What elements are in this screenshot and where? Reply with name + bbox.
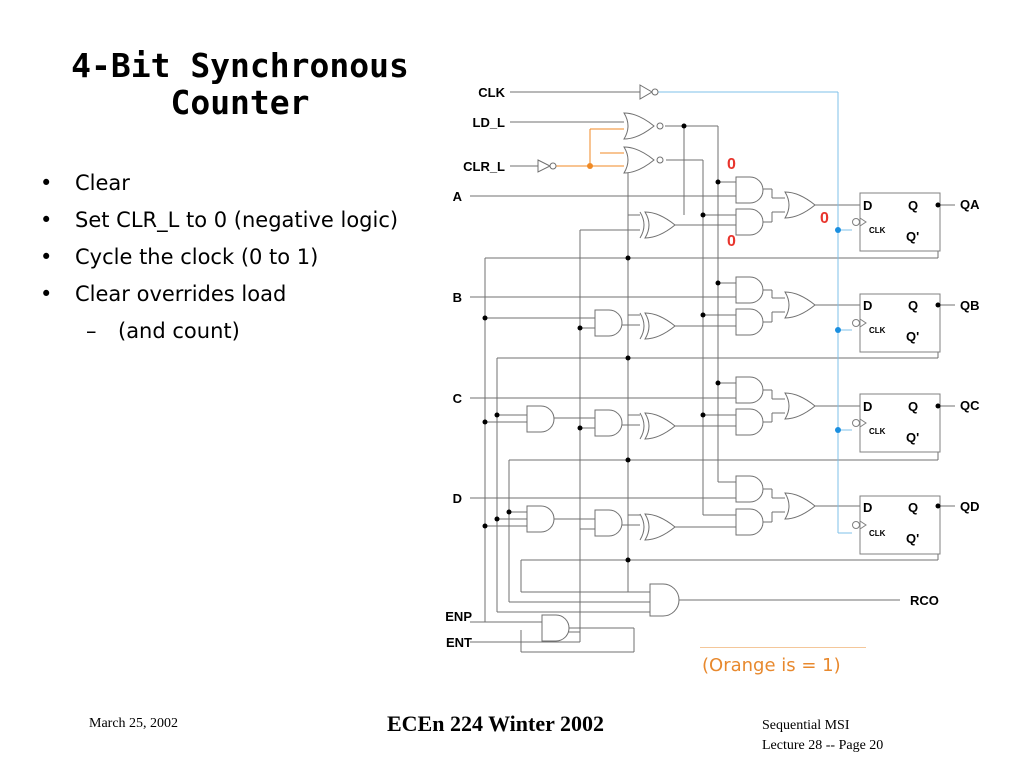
title-line-2: Counter <box>170 82 310 122</box>
bullet-marker: • <box>40 171 53 195</box>
bullet-text: Cycle the clock (0 to 1) <box>75 245 319 269</box>
bullet-item: • Cycle the clock (0 to 1) <box>40 242 398 279</box>
input-buffers <box>537 84 659 173</box>
ff-a-clk-pin: CLK <box>869 226 886 235</box>
input-labels: CLK LD_L CLR_L A B C D ENP ENT <box>445 85 505 650</box>
clock-junctions <box>835 227 841 433</box>
ff-c-clk-pin: CLK <box>869 427 886 436</box>
signal-values: 0 0 0 <box>727 156 829 250</box>
bullet-marker: • <box>40 208 53 232</box>
bullet-marker: • <box>40 282 53 306</box>
ff-d-value: 0 <box>820 210 829 227</box>
ff-d-d-pin: D <box>863 500 872 515</box>
ff-b-qn-pin: Q' <box>906 329 919 344</box>
bullet-item: • Clear overrides load <box>40 279 398 316</box>
slide-title: 4-Bit Synchronous Counter <box>40 46 440 122</box>
ff-c-q-pin: Q <box>908 399 918 414</box>
ent-input-label: ENT <box>446 635 472 650</box>
ff-b-clk-pin: CLK <box>869 326 886 335</box>
junction-dots <box>482 123 941 563</box>
ff-d-q-pin: Q <box>908 500 918 515</box>
clr-input-label: CLR_L <box>463 159 505 174</box>
ff-c-qn-pin: Q' <box>906 430 919 445</box>
sub-bullet-text: (and count) <box>118 319 240 343</box>
enp-input-label: ENP <box>445 609 472 624</box>
c-input-label: C <box>453 391 463 406</box>
qd-output-label: QD <box>960 499 980 514</box>
qa-output-label: QA <box>960 197 980 212</box>
footer-topic-block: Sequential MSI Lecture 28 -- Page 20 <box>762 716 883 756</box>
active-junction <box>587 163 593 169</box>
bullet-text: Set CLR_L to 0 (negative logic) <box>75 208 399 232</box>
clr-nor-value: 0 <box>727 156 736 173</box>
bullet-text: Clear overrides load <box>75 282 287 306</box>
legend-divider <box>700 647 866 648</box>
ff-b-d-pin: D <box>863 298 872 313</box>
logic-gates <box>526 112 816 642</box>
sub-bullet-item: –(and count) <box>40 316 398 353</box>
d-input-label: D <box>453 491 462 506</box>
ff-c-d-pin: D <box>863 399 872 414</box>
footer-lecture: Lecture 28 -- Page 20 <box>762 738 884 753</box>
ld-input-label: LD_L <box>473 115 506 130</box>
output-labels: QA QB QC QD RCO <box>910 197 980 608</box>
ff-a-d-pin: D <box>863 198 872 213</box>
active-wires <box>556 128 624 167</box>
bullet-item: • Set CLR_L to 0 (negative logic) <box>40 205 398 242</box>
bullet-marker: • <box>40 245 53 269</box>
bullet-list: •Clear •Set CLR_L to 0 (negative logic) … <box>40 168 398 353</box>
a-input-label: A <box>453 189 463 204</box>
and-low-value: 0 <box>727 233 736 250</box>
bullet-item: • Clear <box>40 168 398 205</box>
qb-output-label: QB <box>960 298 980 313</box>
wiring <box>470 91 955 653</box>
rco-output-label: RCO <box>910 593 939 608</box>
title-line-1: 4-Bit Synchronous <box>71 46 409 85</box>
footer-date: March 25, 2002 <box>89 716 179 731</box>
bullet-text: Clear <box>75 171 130 195</box>
ff-d-qn-pin: Q' <box>906 531 919 546</box>
sub-bullet-marker: – <box>86 319 97 343</box>
ff-a-q-pin: Q <box>908 198 918 213</box>
qc-output-label: QC <box>960 398 980 413</box>
ff-d-clk-pin: CLK <box>869 529 886 538</box>
ff-pin-labels: D Q Q' D Q Q' D Q Q' D Q Q' CLK CLK CLK … <box>863 198 919 546</box>
b-input-label: B <box>453 290 462 305</box>
footer-topic: Sequential MSI <box>762 718 850 733</box>
clk-input-label: CLK <box>478 85 505 100</box>
ff-b-q-pin: Q <box>908 298 918 313</box>
clock-line <box>658 91 852 534</box>
ff-a-qn-pin: Q' <box>906 229 919 244</box>
legend-note: (Orange is = 1) <box>702 655 841 676</box>
footer-course: ECEn 224 Winter 2002 <box>387 711 604 736</box>
